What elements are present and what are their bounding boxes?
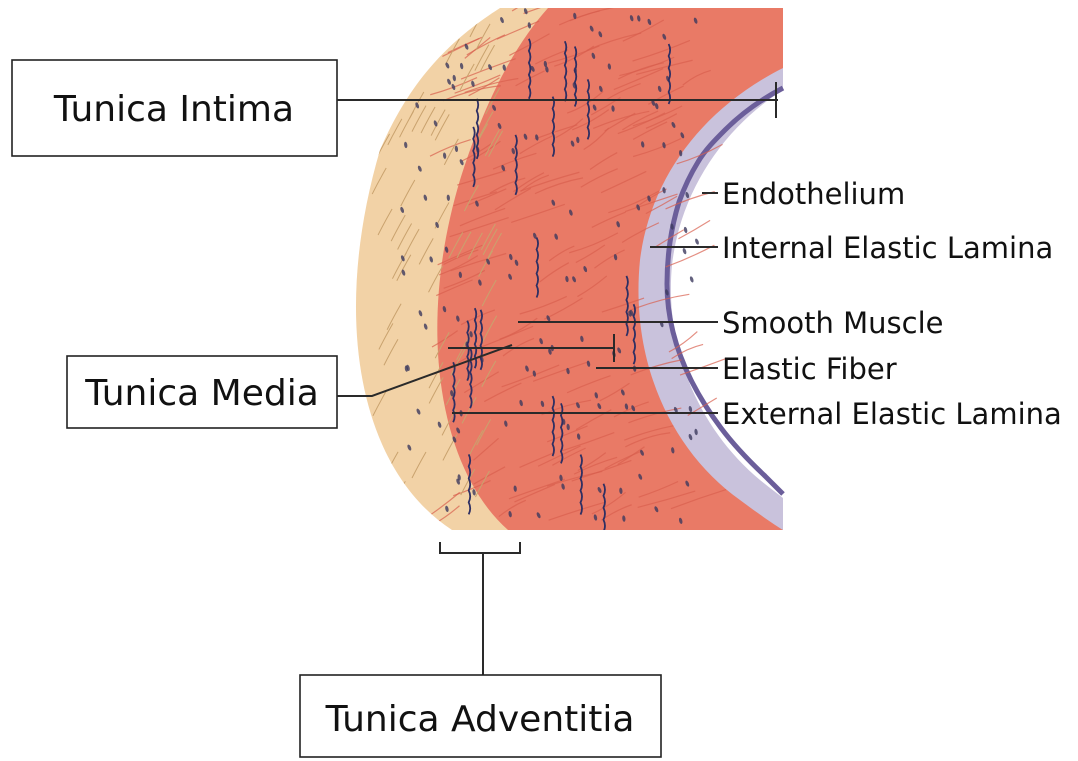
- artery-wall-illustration: [356, 0, 783, 544]
- smooth-muscle-label: Smooth Muscle: [722, 306, 943, 340]
- tunica-intima-label: Tunica Intima: [53, 89, 294, 130]
- adventitia-fiber: [401, 63, 415, 89]
- cell-nucleus: [409, 26, 413, 33]
- cell-nucleus: [416, 49, 420, 56]
- cell-nucleus: [430, 46, 435, 53]
- adventitia-fiber: [408, 42, 422, 68]
- endothelium-label: Endothelium: [722, 177, 905, 211]
- adventitia-fiber: [439, 0, 453, 23]
- elastic-fiber-label: Elastic Fiber: [722, 352, 897, 386]
- cell-nucleus: [417, 61, 421, 68]
- tunica-adventitia-callout: Tunica Adventitia: [300, 542, 661, 757]
- tunica-adventitia-label: Tunica Adventitia: [325, 699, 635, 740]
- adventitia-fiber: [372, 56, 386, 82]
- external-elastic-lamina-label: External Elastic Lamina: [722, 397, 1062, 431]
- adventitia-fiber: [371, 477, 385, 503]
- adventitia-fiber: [391, 481, 405, 507]
- adventitia-fiber: [443, 8, 457, 34]
- tunica-adventitia-bracket: [440, 542, 520, 553]
- cell-nucleus: [402, 60, 407, 67]
- adventitia-fiber: [396, 7, 410, 33]
- adventitia-fiber: [372, 488, 386, 514]
- internal-elastic-lamina-label: Internal Elastic Lamina: [722, 231, 1053, 265]
- tunica-media-label: Tunica Media: [84, 373, 319, 414]
